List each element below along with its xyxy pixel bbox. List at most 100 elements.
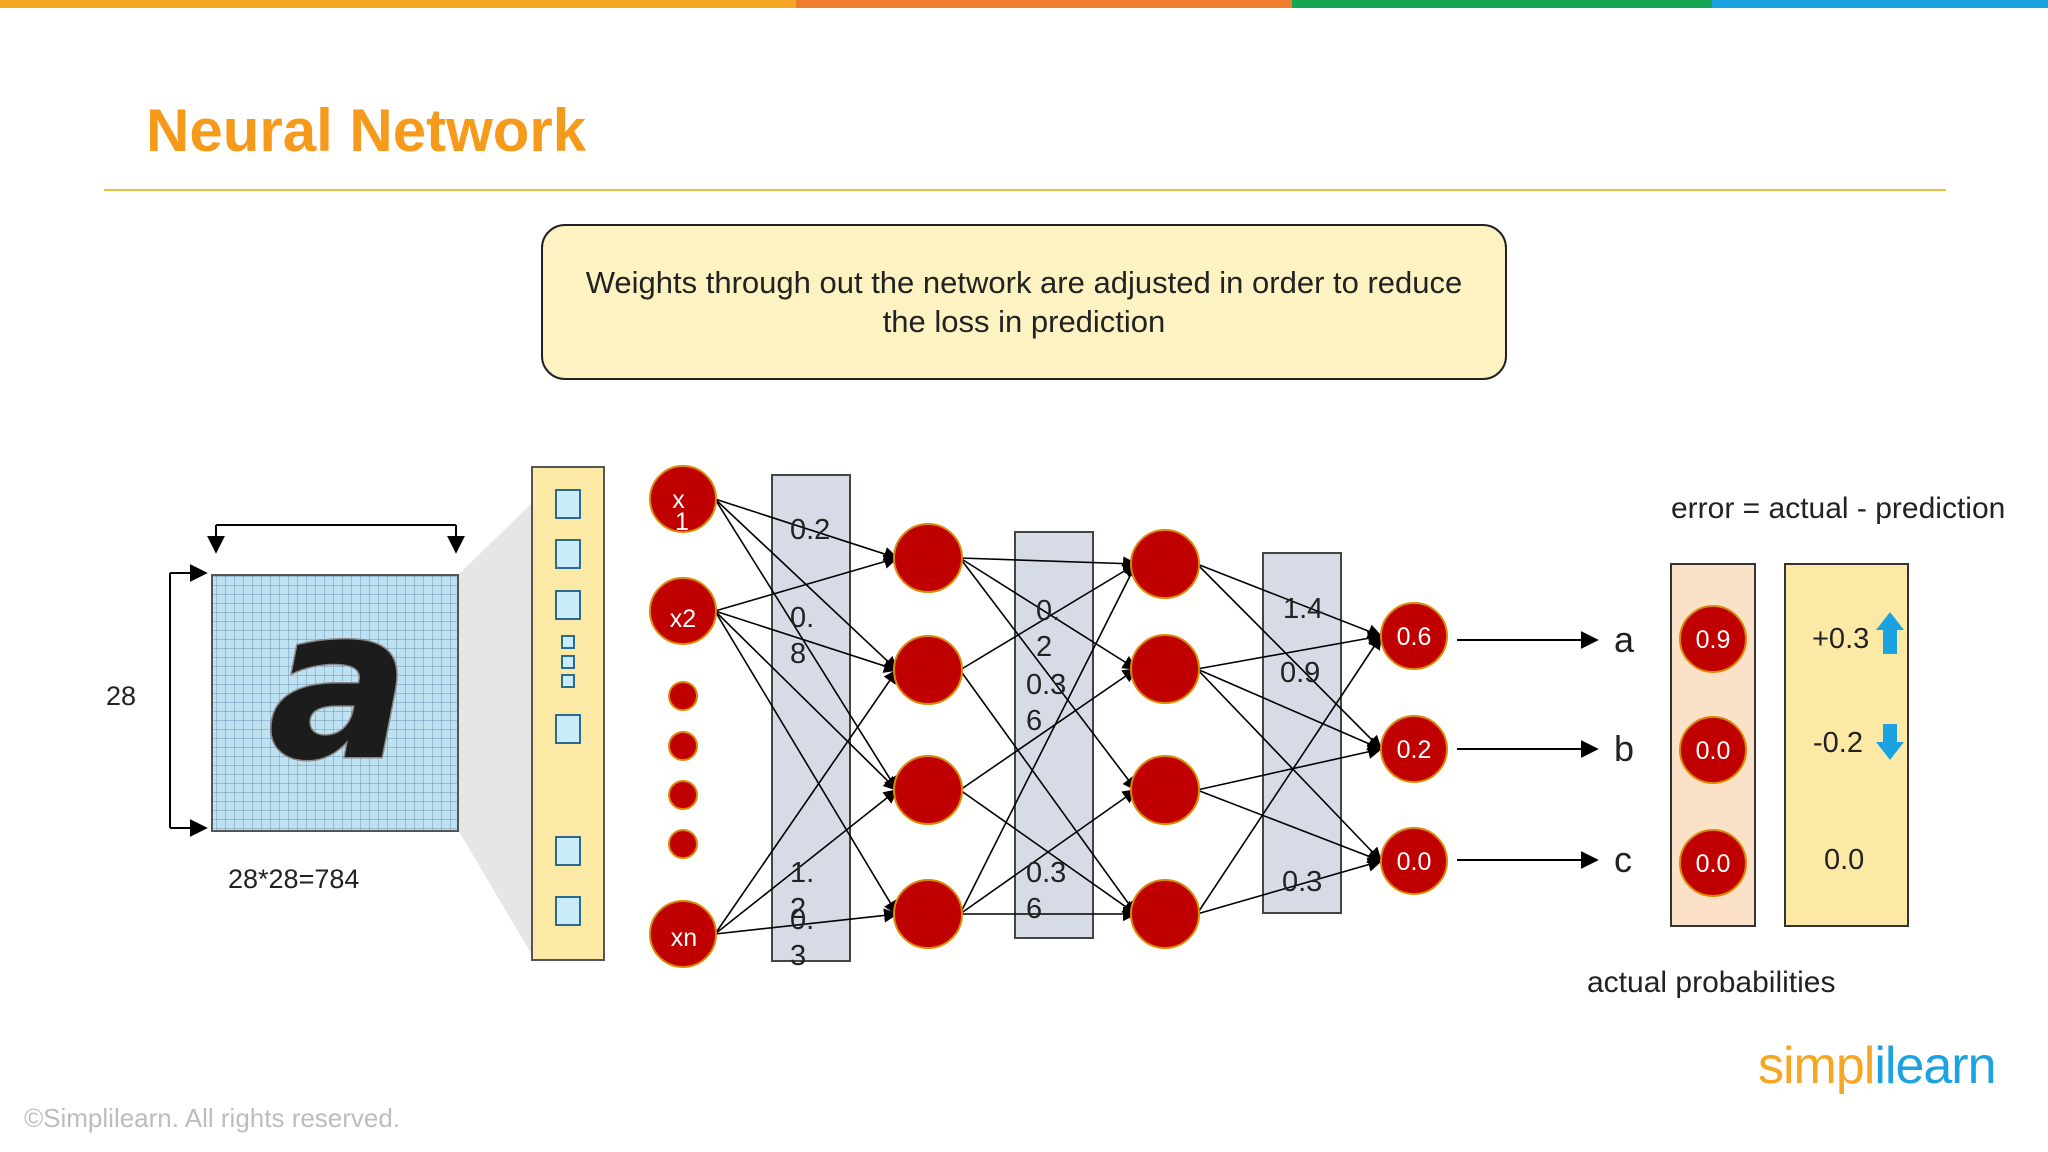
output-values: 0.6 0.2 0.0 (1397, 623, 1432, 876)
actual-neuron (1679, 605, 1747, 673)
hidden-neuron-layer2 (1130, 529, 1200, 599)
class-label: b (1614, 728, 1634, 769)
weight1-label-line: 1. (790, 857, 814, 889)
class-labels: abc (1614, 619, 1635, 880)
weight2-label-line: 0.3 (1026, 857, 1066, 889)
flatten-cell (555, 590, 581, 620)
class-arrows (1457, 631, 1599, 869)
weight-panel-1 (771, 474, 851, 962)
weight1-label-line: 0. (790, 904, 814, 936)
connection-line (714, 908, 899, 935)
hidden-neuron-layer2 (1130, 634, 1200, 704)
page-title: Neural Network (146, 97, 587, 164)
weight1-label-line: 0.2 (790, 514, 830, 546)
input-label-x1-part1: x (672, 486, 685, 514)
weight3-label-line: 1.4 (1283, 593, 1323, 625)
connection-line (714, 610, 899, 673)
projection-shadow (458, 503, 532, 955)
error-value: 0.0 (1824, 844, 1864, 876)
class-label: c (1614, 839, 1632, 880)
output-neuron (1380, 827, 1448, 895)
weight-panel-2 (1014, 531, 1094, 939)
error-value: +0.3 (1812, 623, 1869, 655)
hidden-neuron-layer1 (893, 635, 963, 705)
connection-line (714, 498, 899, 561)
logo-part-i: i (1874, 1037, 1886, 1095)
weight1-label: 0.3 (790, 904, 814, 972)
connection-line (959, 563, 1138, 671)
input-neuron (649, 577, 717, 645)
top-bar-segment-green (1292, 0, 1712, 8)
output-value: 0.2 (1397, 736, 1432, 764)
flatten-cell (555, 714, 581, 744)
ellipsis-neuron (668, 780, 698, 810)
input-label-x1-part2: 1 (675, 508, 689, 536)
weight1-label-line: 2 (790, 893, 806, 925)
flatten-cell (555, 896, 581, 926)
connection-line (714, 498, 898, 792)
connection-line (714, 668, 898, 935)
weight2-label-line: 0. (1036, 595, 1060, 627)
weight3-label-line: 0.9 (1280, 657, 1320, 689)
actual-value: 0.9 (1696, 626, 1731, 654)
weight1-label-line: 3 (790, 940, 806, 972)
output-value: 0.6 (1397, 623, 1432, 651)
connection-line (959, 562, 1137, 915)
callout-line-2: the loss in prediction (882, 304, 1166, 339)
connection-line (714, 789, 899, 935)
connection-line (714, 554, 899, 612)
flatten-cell (555, 539, 581, 569)
image-size-label: 28*28=784 (228, 864, 359, 894)
weight2-label-line: 6 (1026, 705, 1042, 737)
connection-line (1196, 631, 1383, 670)
arrow-down-icon (1876, 724, 1904, 760)
actual-neurons: 0.90.00.0 (1679, 605, 1747, 897)
actual-value: 0.0 (1696, 850, 1731, 878)
input-label-x2: x2 (670, 605, 696, 633)
actual-neuron (1679, 716, 1747, 784)
weight1-label-line: 8 (790, 638, 806, 670)
hidden-neuron-layer1 (893, 523, 963, 593)
error-formula: error = actual - prediction (1671, 492, 2005, 525)
connection-line (959, 789, 1138, 915)
weight3-label: 1.4 (1283, 593, 1323, 625)
network-connections (714, 498, 1383, 935)
simplilearn-logo: simplilearn (1758, 1036, 1997, 1096)
flatten-cell (561, 655, 575, 669)
input-image-grid (211, 574, 459, 832)
connection-line (1196, 789, 1383, 864)
actual-neuron (1679, 829, 1747, 897)
actual-probabilities-label: actual probabilities (1587, 966, 1835, 999)
weight-panel-3 (1262, 552, 1342, 914)
weight2-label-line: 0.3 (1026, 669, 1066, 701)
connection-line (714, 610, 898, 916)
top-bar-segment-darkorange (796, 0, 1292, 8)
hidden-neuron-layer1 (893, 879, 963, 949)
flatten-cell (555, 489, 581, 519)
connection-line (1196, 634, 1382, 915)
output-neuron (1380, 602, 1448, 670)
connection-line (1196, 668, 1383, 751)
connection-line (1196, 668, 1382, 863)
hidden-neuron-layer2 (1130, 755, 1200, 825)
logo-part-simpl: simpl (1758, 1037, 1875, 1095)
hidden-neuron-layer1 (893, 755, 963, 825)
logo-part-learn: learn (1884, 1037, 1997, 1095)
error-values: +0.3-0.20.0 (1812, 623, 1869, 876)
callout-line-1: Weights through out the network are adju… (585, 265, 1463, 300)
weight2-label-line: 2 (1036, 631, 1052, 663)
flatten-cells (555, 489, 581, 926)
top-bar-segment-orange (0, 0, 796, 8)
ellipsis-neuron (668, 681, 698, 711)
input-image-letter: a (268, 562, 410, 807)
connection-line (959, 668, 1138, 791)
connection-line (1196, 563, 1383, 751)
top-bar-segment-blue (1712, 0, 2048, 8)
callout-box: Weights through out the network are adju… (541, 224, 1507, 380)
output-value: 0.0 (1397, 848, 1432, 876)
dimension-arrow-icon (169, 524, 465, 837)
